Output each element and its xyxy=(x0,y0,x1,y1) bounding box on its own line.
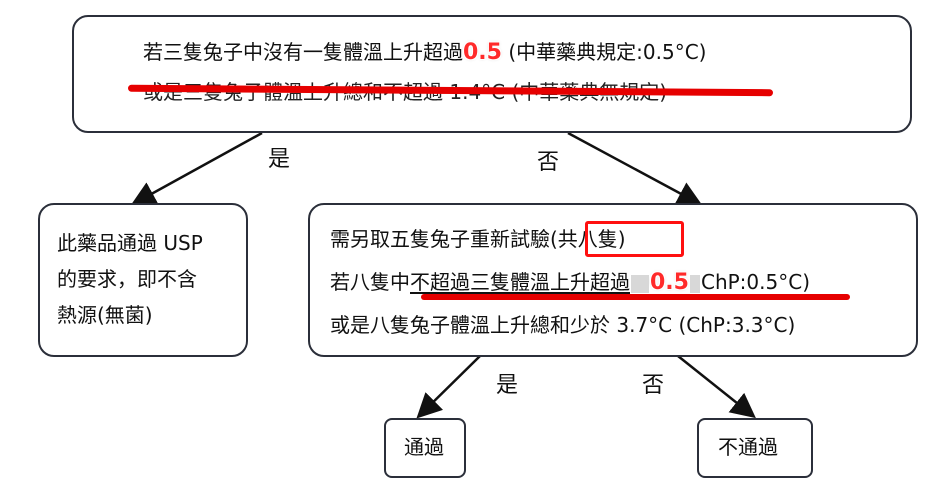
threshold-highlight: 0.5 xyxy=(463,40,502,65)
result-pass-box xyxy=(384,418,466,478)
bottom-no-label: 否 xyxy=(642,373,665,398)
arrow-top-to-left xyxy=(130,131,263,206)
result-pass-label: 通過 xyxy=(404,435,444,459)
bottom-yes-label: 是 xyxy=(496,373,519,398)
retest-line1: 需另取五隻兔子重新試驗(共八隻) xyxy=(330,222,626,256)
arrow-right-to-pass xyxy=(416,355,481,419)
top-condition-line1: 若三隻兔子中沒有一隻體溫上升超過0.5 (中華藥典規定:0.5°C) xyxy=(143,40,706,65)
retest-line2: 若八隻中不超過三隻體溫上升超過 0.5 ChP:0.5°C) xyxy=(330,265,810,300)
retest-line3: 或是八隻兔子體溫上升總和少於 3.7°C (ChP:3.3°C) xyxy=(330,313,796,337)
branch-yes-label: 是 xyxy=(268,147,291,172)
condition-text: 若三隻兔子中沒有一隻體溫上升超過 xyxy=(143,40,463,64)
result-fail-box xyxy=(697,418,813,478)
arrow-right-to-fail xyxy=(677,355,756,419)
retest-instruction: 需另取五隻兔子重新試驗 xyxy=(330,227,550,251)
retest-threshold-highlight: 0.5 xyxy=(650,270,689,295)
top-condition-box xyxy=(72,15,912,133)
pass-usp-box xyxy=(38,203,248,357)
blurred-mark xyxy=(631,274,649,293)
total-count-outline xyxy=(585,221,684,257)
blurred-mark-2 xyxy=(689,274,700,293)
retest-chp-note: ChP:0.5°C) xyxy=(700,270,810,294)
pass-usp-line2: 的要求，即不含 xyxy=(57,267,197,291)
branch-no-label: 否 xyxy=(537,150,560,175)
pass-usp-line3: 熱源(無菌) xyxy=(57,303,153,327)
retest-box xyxy=(308,203,918,357)
underline-bar xyxy=(421,294,850,300)
pharmacopoeia-note: (中華藥典規定:0.5°C) xyxy=(501,40,707,64)
result-fail-label: 不通過 xyxy=(718,435,778,459)
arrow-top-to-right xyxy=(567,131,703,206)
pass-usp-line1: 此藥品通過 USP xyxy=(57,231,203,255)
retest-condition-underlined: 不超過三隻體溫上升超過 xyxy=(410,270,630,294)
retest-condition-prefix: 若八隻中 xyxy=(330,270,410,294)
